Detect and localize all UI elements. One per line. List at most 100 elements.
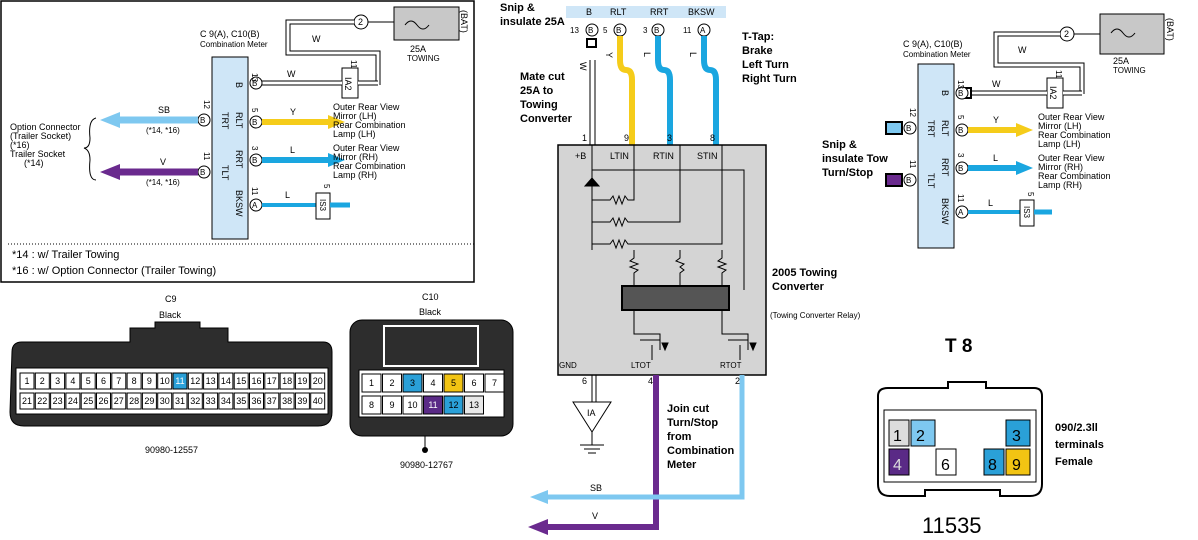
conv-input-stin: STIN xyxy=(697,151,718,161)
svg-text:13: 13 xyxy=(250,73,259,82)
conv-relay-label: (Towing Converter Relay) xyxy=(770,311,861,320)
c9-cavity-3: 3 xyxy=(50,372,66,390)
svg-text:12: 12 xyxy=(202,100,211,109)
left-out-lh-3: Rear Combination xyxy=(333,120,406,130)
svg-text:5: 5 xyxy=(322,184,331,189)
c9-cavity-19: 19 xyxy=(294,372,310,390)
mid-y-label: Y xyxy=(604,52,614,58)
c9-cavity-15-label: 15 xyxy=(236,376,246,386)
right-wiring-panel: C 9(A), C10(B) Combination Meter (BAT) 2… xyxy=(822,13,1175,249)
c9-cavity-10-label: 10 xyxy=(160,376,170,386)
c9-cavity-37: 37 xyxy=(264,392,280,410)
t8-cell-4 xyxy=(888,448,910,476)
c9-cavity-24: 24 xyxy=(65,392,81,410)
left-w-top: W xyxy=(312,34,321,44)
c9-cavity-3-label: 3 xyxy=(55,376,60,386)
c9-cavity-36: 36 xyxy=(249,392,264,410)
c9-cavity-9: 9 xyxy=(141,372,157,390)
svg-text:11: 11 xyxy=(956,194,965,203)
c9-cavity-40-label: 40 xyxy=(313,396,323,406)
c9-title: C9 xyxy=(165,294,177,304)
c9-cavity-14-label: 14 xyxy=(221,376,231,386)
c9-cavity-18-label: 18 xyxy=(282,376,292,386)
mid-header-bksw: BKSW xyxy=(688,7,715,17)
svg-text:B: B xyxy=(200,116,205,125)
t8-cell-3 xyxy=(1005,419,1031,447)
c9-cavity-26: 26 xyxy=(96,392,111,410)
mid-v-label: V xyxy=(592,511,598,521)
svg-text:TRT: TRT xyxy=(220,112,230,130)
right-out-lh-3: Rear Combination xyxy=(1038,130,1111,140)
c9-cavity-32-label: 32 xyxy=(190,396,200,406)
c9-cavity-34-label: 34 xyxy=(221,396,231,406)
conv-output-gnd: GND xyxy=(559,361,577,370)
c9-cavity-8: 8 xyxy=(126,372,142,390)
mid-join-2: Turn/Stop xyxy=(667,417,718,429)
svg-text:B: B xyxy=(588,26,593,35)
svg-text:5: 5 xyxy=(1026,192,1035,197)
c9-cavity-30: 30 xyxy=(157,392,173,410)
right-w-top: W xyxy=(1018,45,1027,55)
svg-text:13: 13 xyxy=(570,26,579,35)
right-out-rh-1: Outer Rear View xyxy=(1038,153,1105,163)
right-l-label-2: L xyxy=(988,198,993,208)
right-snip-2: insulate Tow xyxy=(822,153,888,165)
left-bat-label: (BAT) xyxy=(459,10,469,33)
c10-cavity-2-label: 2 xyxy=(389,378,394,388)
c10-cavity-8: 8 xyxy=(361,395,382,415)
mid-mate-4: Converter xyxy=(520,113,573,125)
c10-cavity-2: 2 xyxy=(382,373,402,393)
c10-cavity-3: 3 xyxy=(402,373,423,393)
mid-w-label: W xyxy=(578,62,588,71)
svg-text:B: B xyxy=(234,82,244,88)
mid-join-4: Combination xyxy=(667,445,734,457)
ground-icon: IA xyxy=(572,401,612,454)
left-w-mid: W xyxy=(287,69,296,79)
c10-cavity-11: 11 xyxy=(423,395,443,415)
mid-v-wire xyxy=(545,375,659,530)
c10-part-number: 90980-12767 xyxy=(400,460,453,470)
right-fuse-sublabel: TOWING xyxy=(1113,66,1146,75)
mid-sb-label: SB xyxy=(590,483,602,493)
svg-text:IA: IA xyxy=(587,408,596,418)
c9-cavity-22: 22 xyxy=(34,392,50,410)
left-note-1: *14 : w/ Trailer Towing xyxy=(12,249,119,261)
c9-cavity-27-label: 27 xyxy=(114,396,124,406)
svg-text:5: 5 xyxy=(250,108,259,113)
svg-text:BKSW: BKSW xyxy=(940,198,950,225)
mid-pin-5b: B 5 xyxy=(603,23,627,37)
c9-cavity-15: 15 xyxy=(233,372,249,390)
right-snip-1: Snip & xyxy=(822,139,857,151)
mid-top-pin-3: 3 xyxy=(667,133,672,143)
c10-cavity-11-label: 11 xyxy=(428,400,437,410)
left-meter-body xyxy=(211,56,249,240)
conv-label-2: Converter xyxy=(772,281,825,293)
t8-label-1: 1 xyxy=(893,428,902,445)
left-note-2: *16 : w/ Option Connector (Trailer Towin… xyxy=(12,265,216,277)
c9-cavity-39: 39 xyxy=(294,392,310,410)
left-ia2-pin: 11 xyxy=(349,60,358,69)
t8-spec-3: Female xyxy=(1055,456,1093,468)
left-meter-title: C 9(A), C10(B) xyxy=(200,29,260,39)
converter-relay xyxy=(621,285,730,311)
right-ia2-label: IA2 xyxy=(1048,86,1058,100)
c9-cavity-40: 40 xyxy=(310,392,326,410)
left-ts-2: (*14) xyxy=(24,158,44,168)
left-meter-subtitle: Combination Meter xyxy=(200,40,268,49)
conv-label-1: 2005 Towing xyxy=(772,267,837,279)
right-pin-13: B 13 B xyxy=(940,80,969,100)
c10-cavity-3-label: 3 xyxy=(410,378,415,388)
snip-icon xyxy=(586,38,597,48)
right-w-mid: W xyxy=(992,79,1001,89)
right-pin-11a: A 11 BKSW xyxy=(940,194,969,225)
c10-cavity-12: 12 xyxy=(443,395,464,415)
right-out-rh-2: Mirror (RH) xyxy=(1038,162,1083,172)
c9-cavity-20: 20 xyxy=(310,372,326,390)
c9-cavity-2: 2 xyxy=(34,372,50,390)
towing-converter-panel: Snip & insulate 25A B RLT RRT BKSW B 13 … xyxy=(500,2,861,535)
c9-cavity-1-label: 1 xyxy=(24,376,29,386)
left-fuse-pin-label: 2 xyxy=(358,17,363,27)
